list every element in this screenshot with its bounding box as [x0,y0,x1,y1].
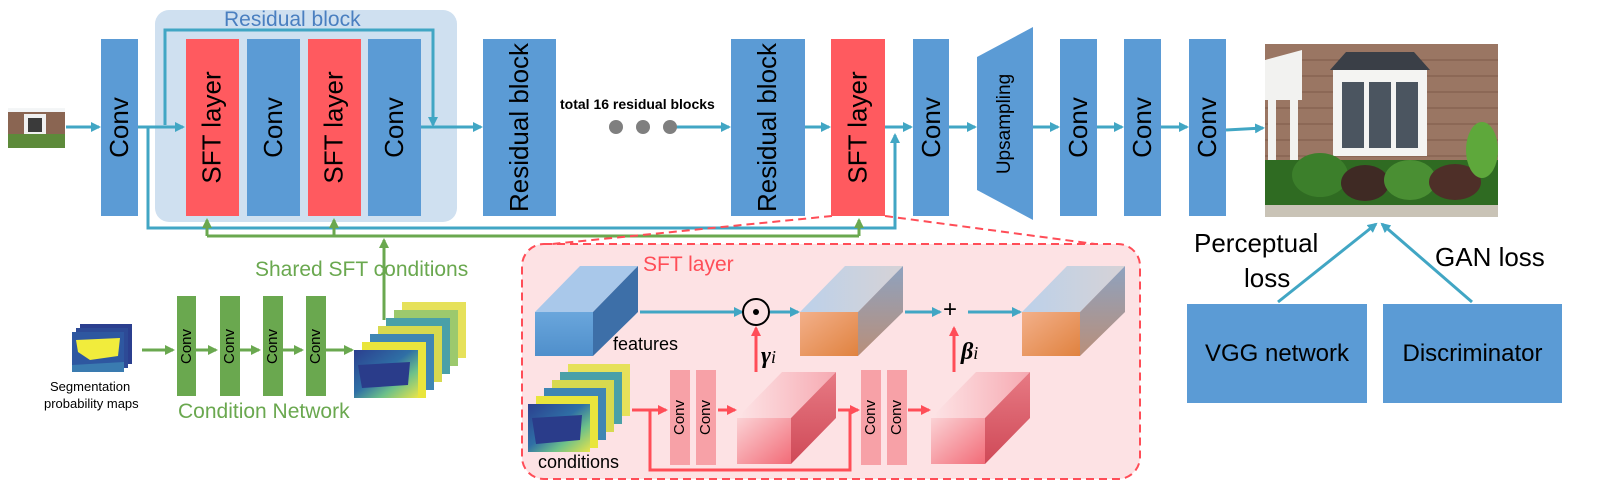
sft-layer-label: SFT layer [197,71,227,184]
sft-layer-block: SFT layer [186,39,239,216]
sft-layer-block: SFT layer [308,39,361,216]
conv-block: Conv [1060,39,1097,216]
vgg-network-block: VGG network [1187,304,1367,403]
upsampling-block: Upsampling [977,27,1033,220]
output-image [1265,44,1498,217]
conv-block: Conv [247,39,300,216]
sft-layer-label: SFT layer [842,71,873,184]
gamma-subscript: i [770,347,776,367]
sft-detail-title: SFT layer [643,253,734,276]
conv-label: Conv [671,399,689,436]
condition-conv-block: Conv [306,296,326,396]
conv-label: Conv [258,97,289,158]
total-residual-blocks-label: total 16 residual blocks [560,96,715,112]
beta-conv-block: Conv [861,370,881,465]
shared-sft-conditions-label: Shared SFT conditions [255,258,469,281]
sft-conditions-stack [528,364,630,452]
conv-label: Conv [888,399,906,436]
features-label: features [613,334,679,354]
conv-label: Conv [915,97,946,158]
scaled-features-cuboid [800,266,903,356]
conv-label: Conv [379,97,410,158]
conditions-label: conditions [538,452,620,472]
conv-label: Conv [697,399,715,436]
conv-label: Conv [264,328,282,364]
input-image-thumbnail [8,108,65,148]
perceptual-loss-label-line1: Perceptual [1194,228,1319,258]
segmentation-label-line2: probability maps [44,396,139,411]
ellipsis-dot [663,120,677,134]
gamma-symbol: γ [761,343,771,369]
segmentation-label-line1: Segmentation [50,379,131,394]
conv-block: Conv [101,39,138,216]
conv-block: Conv [913,39,949,216]
beta-symbol: β [961,339,974,365]
multiply-operator [742,298,770,326]
beta-cuboid [931,372,1030,464]
ellipsis-dot [609,120,623,134]
conv-block: Conv [1124,39,1161,216]
residual-block: Residual block [731,39,805,216]
conv-label: Conv [1063,97,1094,158]
conv-label: Conv [1192,97,1223,158]
condition-conv-block: Conv [263,296,283,396]
perceptual-loss-label-line2: loss [1244,263,1291,293]
gamma-conv-block: Conv [696,370,716,465]
gamma-cuboid [737,372,836,464]
residual-group-title: Residual block [224,8,361,31]
upsampling-label: Upsampling [994,73,1016,174]
upsampling-shape [977,27,1033,220]
output-cuboid [1022,266,1125,356]
global-skip-arrow [146,127,900,230]
gamma-conv-block: Conv [670,370,690,465]
conv-label: Conv [307,328,325,364]
condition-conv-block: Conv [177,296,196,396]
conv-label: Conv [221,328,239,364]
conv-label: Conv [1127,97,1158,158]
condition-network-title: Condition Network [178,400,350,423]
add-operator: + [943,296,958,323]
beta-subscript: i [973,343,979,363]
conv-label: Conv [862,399,880,436]
conv-label: Conv [178,328,195,364]
condition-maps-stack [354,302,466,398]
residual-block-label: Residual block [752,42,783,213]
beta-conv-block: Conv [887,370,907,465]
segmentation-map-icon [72,324,132,372]
gamma-label: γi [761,343,776,370]
conv-block: Conv [1189,39,1226,216]
residual-skip-arrow [163,28,438,127]
sft-layer-block: SFT layer [831,39,885,216]
conv-label: Conv [104,97,135,158]
sft-layer-label: SFT layer [319,71,349,184]
discriminator-block: Discriminator [1383,304,1562,403]
condition-conv-block: Conv [220,296,240,396]
conv-block: Conv [368,39,421,216]
features-cuboid [535,266,638,356]
beta-label: βi [961,339,978,366]
ellipsis-dot [636,120,650,134]
gan-loss-label: GAN loss [1435,242,1545,272]
residual-block-label: Residual block [504,42,534,213]
residual-block: Residual block [483,39,556,216]
